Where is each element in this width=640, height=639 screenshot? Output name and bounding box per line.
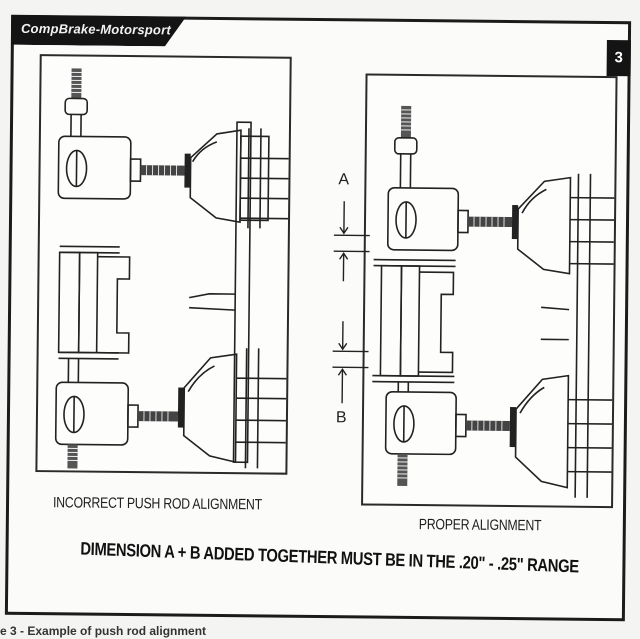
dimension-b-label: B bbox=[335, 409, 347, 427]
dimension-a-label: A bbox=[338, 171, 350, 189]
figure-footer-text: e 3 - Example of push rod alignment bbox=[0, 624, 207, 638]
proper-alignment-drawing bbox=[372, 105, 615, 498]
figure-incorrect-alignment bbox=[35, 54, 292, 475]
brand-header: CompBrake-Motorsport bbox=[11, 15, 186, 47]
caption-incorrect-alignment: INCORRECT PUSH ROD ALIGNMENT bbox=[52, 494, 262, 514]
dimension-note: DIMENSION A + B ADDED TOGETHER MUST BE I… bbox=[80, 538, 580, 577]
document-sheet: CompBrake-Motorsport 3 bbox=[4, 14, 632, 622]
caption-proper-alignment: PROPER ALIGNMENT bbox=[418, 516, 542, 535]
brand-name: CompBrake-Motorsport bbox=[20, 20, 171, 38]
dimension-markers bbox=[332, 201, 370, 404]
incorrect-alignment-drawing bbox=[54, 68, 289, 469]
page-number: 3 bbox=[606, 40, 631, 77]
figure-proper-alignment bbox=[361, 73, 618, 509]
